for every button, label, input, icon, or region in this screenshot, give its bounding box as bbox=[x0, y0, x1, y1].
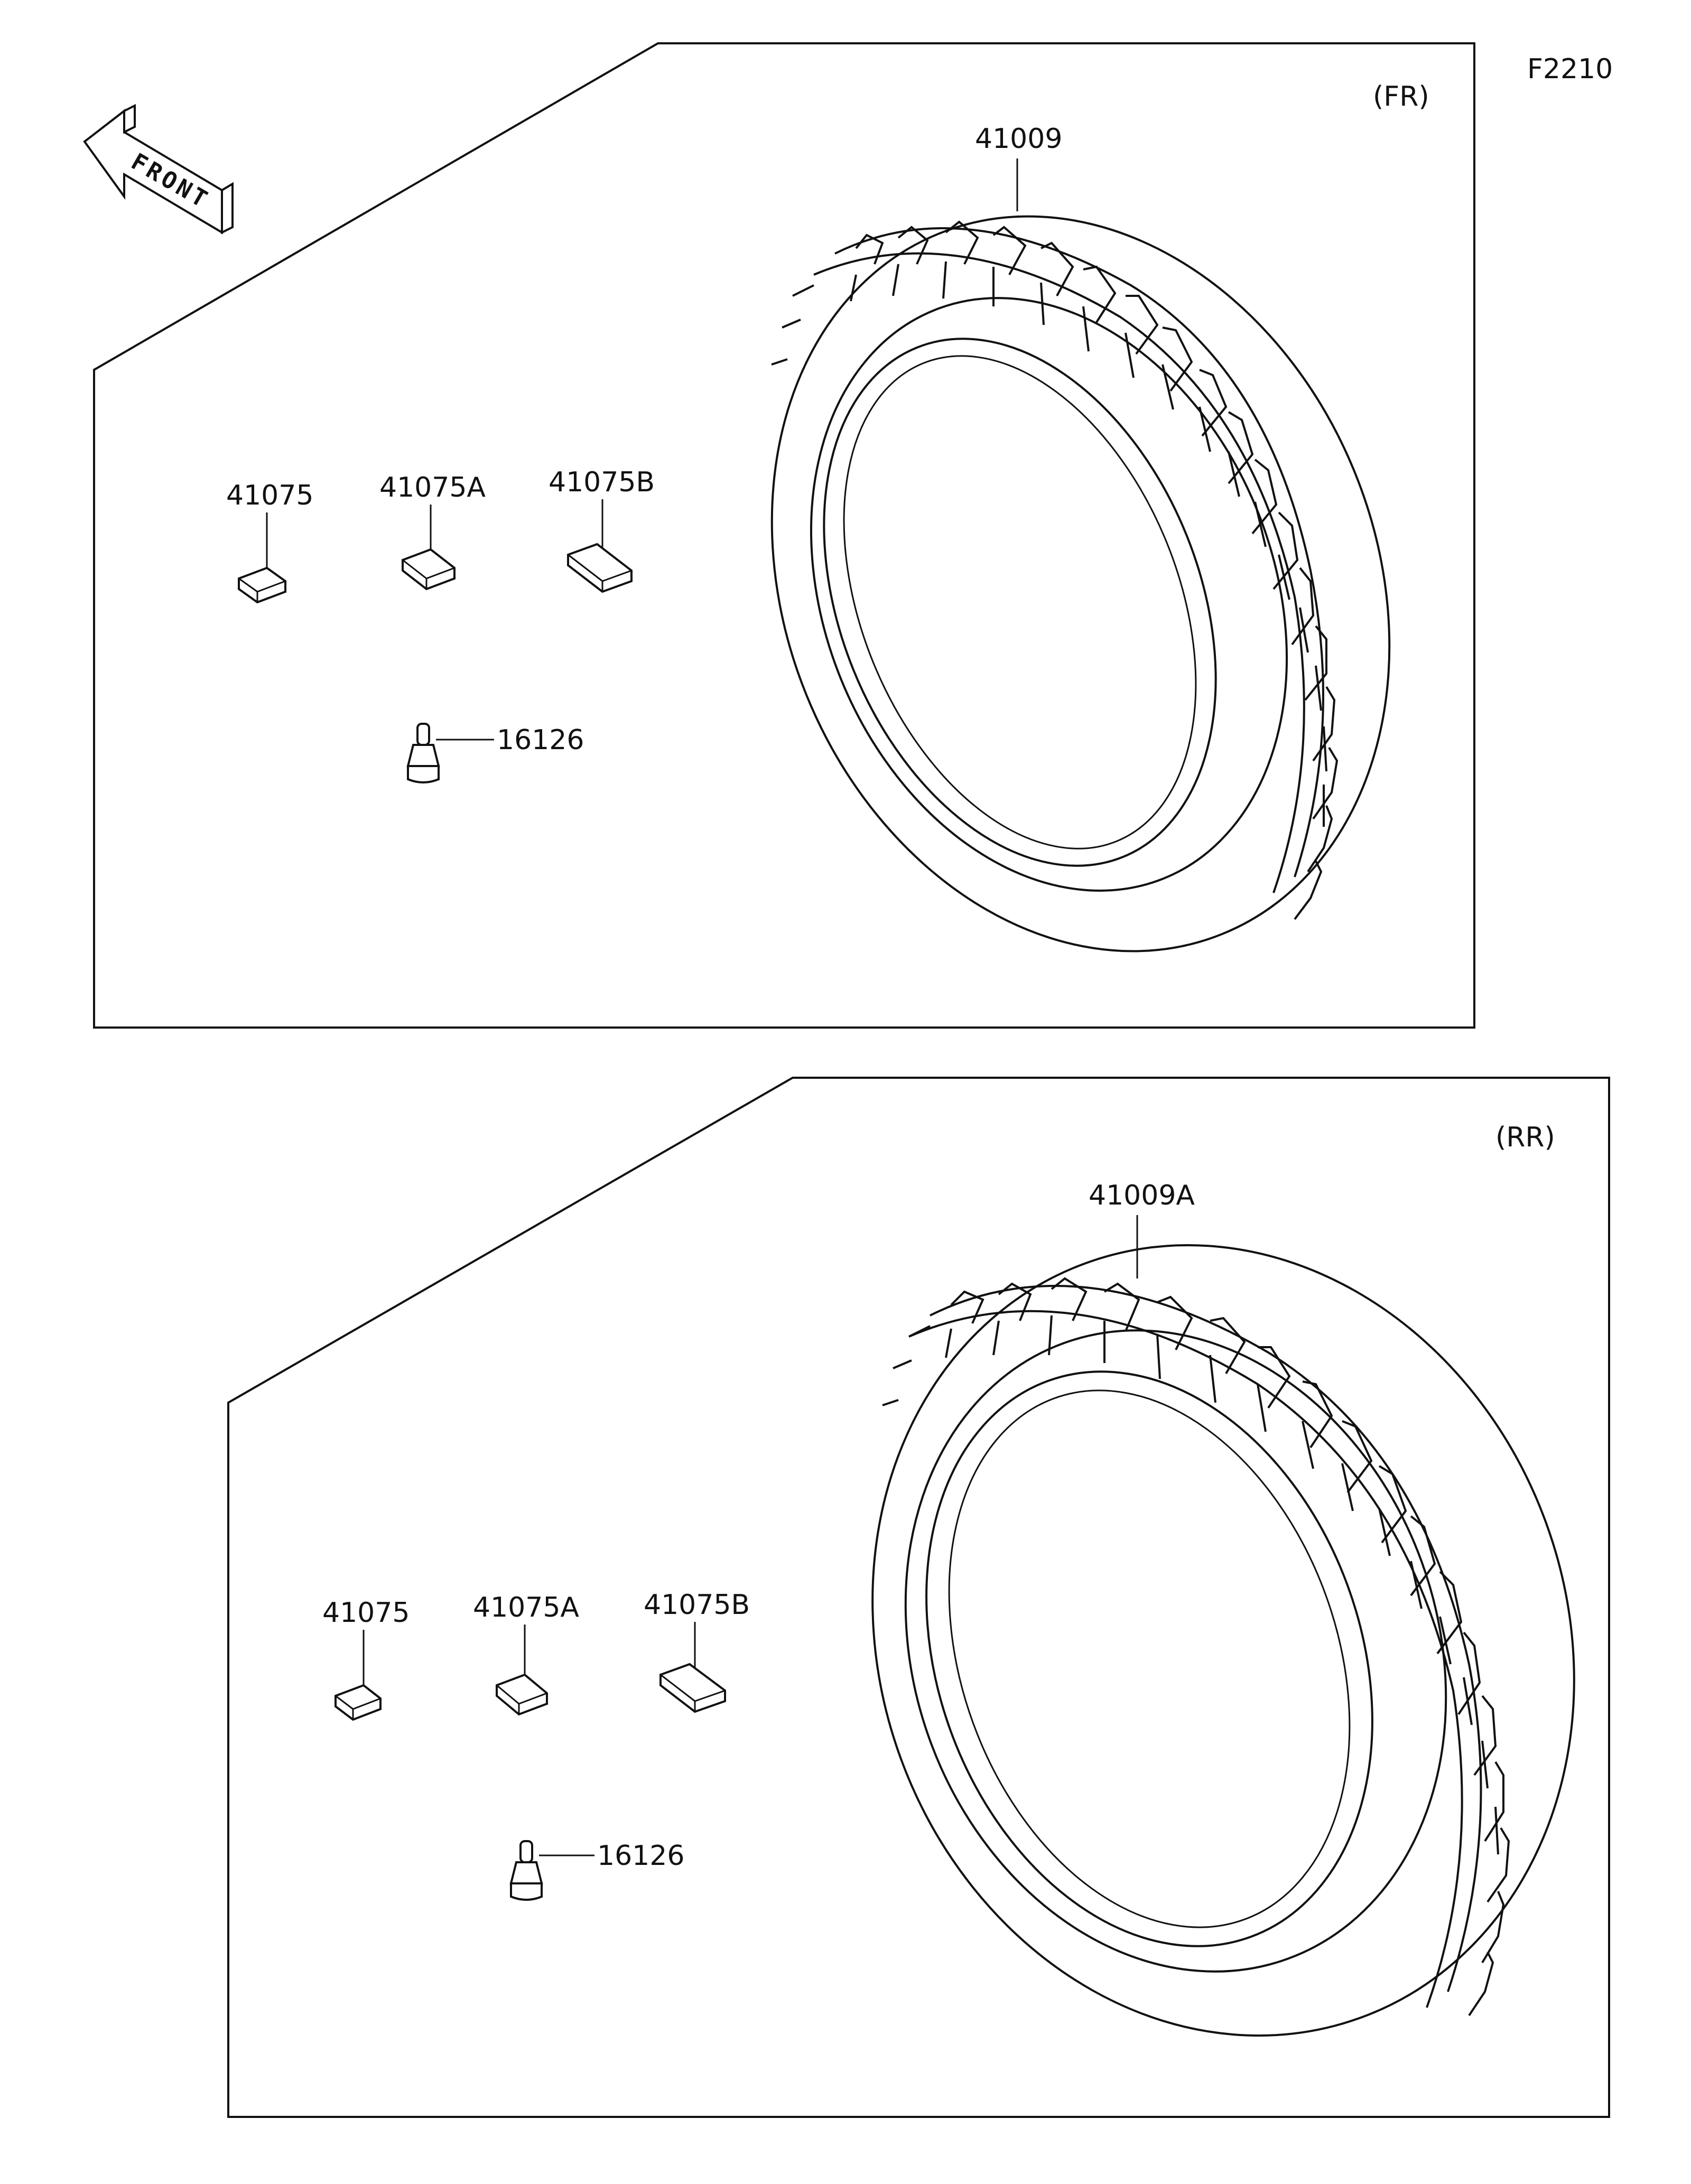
balance-weight-c-rear[interactable] bbox=[659, 1663, 726, 1713]
tire-part-number-rear: 41009A bbox=[1089, 1180, 1195, 1211]
front-tire[interactable] bbox=[665, 123, 1497, 1044]
weight-a-part-number-rear: 41075 bbox=[322, 1597, 410, 1629]
weight-c-part-number-front: 41075B bbox=[549, 466, 655, 498]
balance-weight-a-front[interactable] bbox=[238, 566, 286, 604]
section-border-front bbox=[93, 42, 1475, 1029]
balance-weight-b-front[interactable] bbox=[402, 548, 456, 591]
front-tire-section: (FR) 41009 41075 41075A bbox=[93, 42, 1497, 1044]
balance-weight-b-rear[interactable] bbox=[496, 1673, 548, 1716]
front-label: FRONT bbox=[127, 148, 215, 214]
rear-tire[interactable] bbox=[763, 1146, 1683, 2135]
valve-part-number-rear: 16126 bbox=[597, 1840, 684, 1872]
section-border-rear bbox=[227, 1077, 1610, 2118]
tire-valve-front[interactable] bbox=[406, 723, 440, 783]
tire-valve-rear[interactable] bbox=[509, 1840, 543, 1901]
tire-part-number-front: 41009 bbox=[975, 123, 1062, 155]
section-label-front: (FR) bbox=[1373, 81, 1429, 113]
balance-weight-c-front[interactable] bbox=[567, 543, 633, 593]
figure-code: F2210 bbox=[1527, 53, 1613, 85]
weight-b-part-number-rear: 41075A bbox=[473, 1592, 579, 1623]
section-label-rear: (RR) bbox=[1495, 1122, 1555, 1153]
weight-c-part-number-rear: 41075B bbox=[644, 1589, 750, 1621]
weight-a-part-number-front: 41075 bbox=[226, 480, 313, 511]
valve-part-number-front: 16126 bbox=[497, 724, 584, 756]
rear-tire-section: (RR) 41009A 41075 41075A bbox=[227, 1077, 1683, 2135]
weight-b-part-number-front: 41075A bbox=[379, 472, 486, 503]
balance-weight-a-rear[interactable] bbox=[335, 1684, 382, 1721]
front-direction-arrow-icon: FRONT bbox=[83, 104, 234, 235]
